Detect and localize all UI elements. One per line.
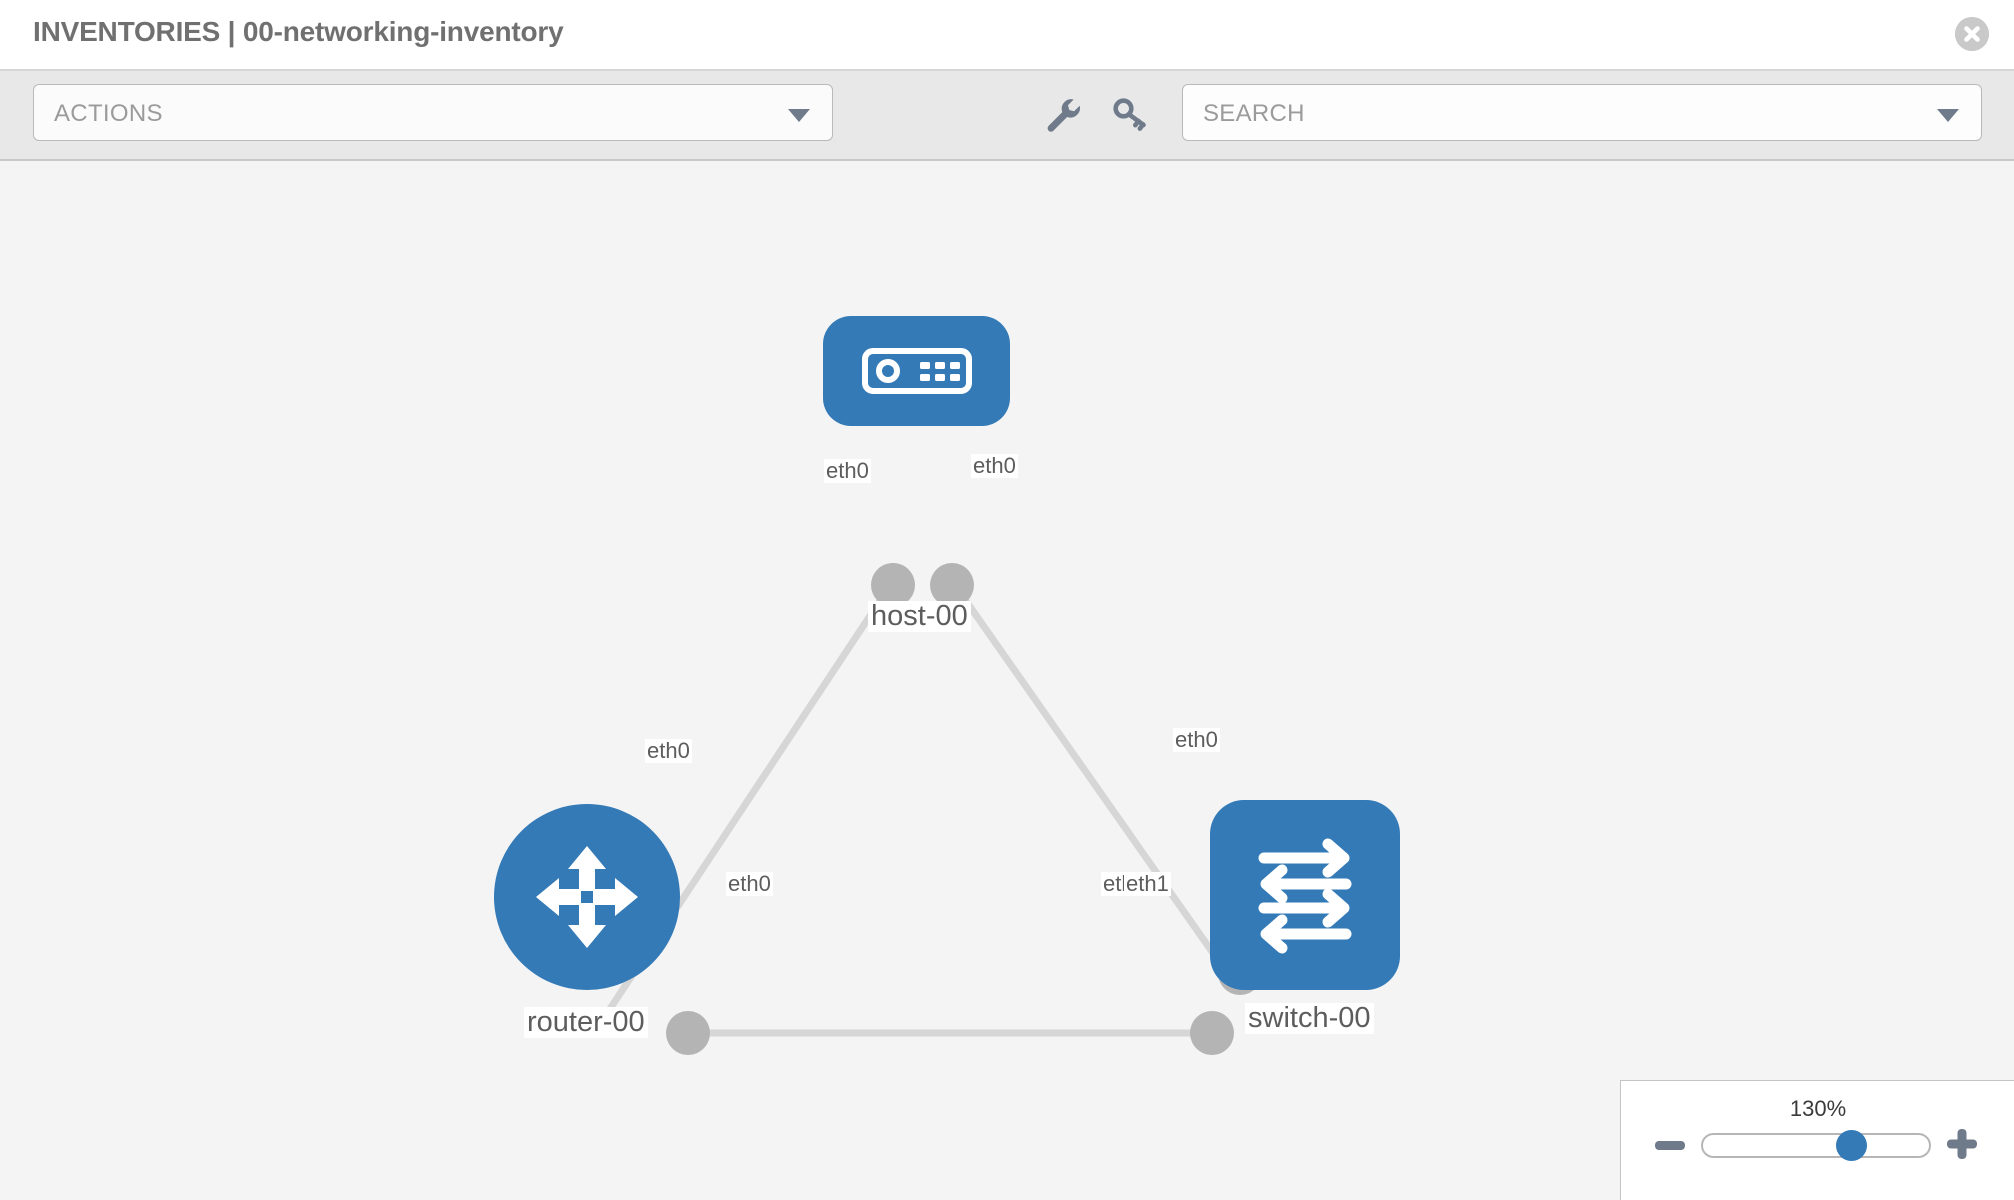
chevron-down-icon: [788, 109, 810, 122]
edge-label-host-eth0-right: eth0: [971, 453, 1018, 479]
actions-dropdown-label: ACTIONS: [54, 100, 163, 127]
topology-links: [591, 578, 1244, 1037]
actions-dropdown[interactable]: ACTIONS: [33, 84, 833, 141]
link-host-switch: [949, 578, 1244, 996]
node-router-00-shape[interactable]: [494, 804, 680, 990]
zoom-control-panel: 130%: [1620, 1080, 2014, 1200]
close-icon[interactable]: [1955, 17, 1989, 51]
topology-ports: [666, 563, 1262, 1055]
port-router-eth0: [666, 1011, 710, 1055]
page-header: INVENTORIES | 00-networking-inventory: [0, 0, 2014, 71]
node-switch-00-label: switch-00: [1245, 1002, 1374, 1035]
key-icon[interactable]: [1108, 92, 1152, 136]
switch-arrows-icon: [1258, 838, 1352, 954]
zoom-in-button[interactable]: [1946, 1128, 1978, 1160]
page-title: INVENTORIES | 00-networking-inventory: [33, 16, 564, 47]
zoom-slider[interactable]: [1701, 1130, 1931, 1161]
topology-canvas[interactable]: host-00 router-00: [0, 161, 2014, 1200]
node-router-00-label: router-00: [524, 1006, 648, 1039]
zoom-out-button[interactable]: [1654, 1134, 1686, 1156]
search-placeholder: SEARCH: [1203, 100, 1305, 127]
port-host-eth0-left: [871, 563, 915, 607]
minus-icon: [1655, 1141, 1685, 1150]
topology-graph: [591, 563, 1262, 1055]
node-switch-00-shape[interactable]: [1210, 800, 1400, 990]
zoom-slider-track[interactable]: [1701, 1133, 1931, 1158]
edge-label-router-eth0: eth0: [726, 871, 773, 897]
edge-label-router-eth0-up: eth0: [645, 738, 692, 764]
search-input[interactable]: SEARCH: [1182, 84, 1982, 141]
zoom-slider-thumb[interactable]: [1836, 1130, 1867, 1161]
edge-label-switch-eth1: eth1: [1124, 871, 1171, 897]
port-host-eth0-right: [930, 563, 974, 607]
chevron-down-icon: [1937, 109, 1959, 122]
edge-label-switch-eth0-up: eth0: [1173, 727, 1220, 753]
node-host-00-shape[interactable]: [823, 316, 1010, 426]
zoom-percent-label: 130%: [1789, 1096, 1847, 1121]
node-host-00-label: host-00: [868, 600, 971, 633]
wrench-icon[interactable]: [1040, 92, 1084, 136]
server-icon: [861, 348, 972, 394]
router-arrows-icon: [536, 846, 638, 948]
port-switch-eth1: [1190, 1011, 1234, 1055]
plus-icon: [1947, 1129, 1977, 1159]
edge-label-host-eth0-left: eth0: [824, 458, 871, 484]
